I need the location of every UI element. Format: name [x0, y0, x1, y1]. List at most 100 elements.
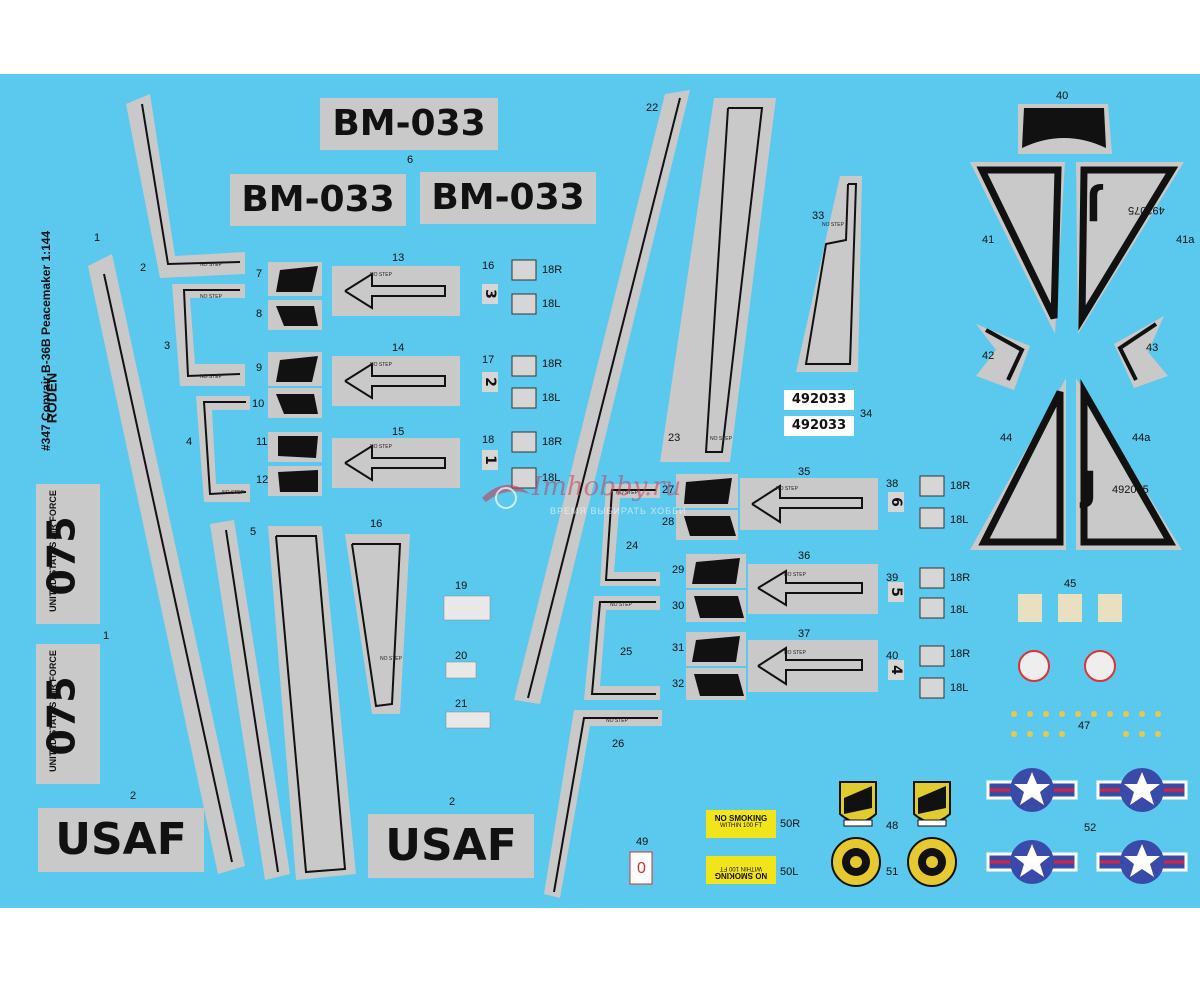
label-22: 22 — [646, 102, 659, 114]
tail-letter-top: J — [1086, 182, 1101, 228]
decal-16-panel — [345, 534, 410, 714]
decal-37-arrow — [748, 640, 878, 692]
decals-7-12-wedges — [268, 262, 322, 496]
no-step-text: NO STEP — [822, 222, 844, 228]
label-6: 6 — [407, 154, 414, 166]
label-2c: 2 — [449, 796, 456, 808]
decal-6-serial-left: BM-033 — [230, 174, 406, 226]
label-29: 29 — [672, 564, 685, 576]
label-33: 33 — [812, 210, 825, 222]
sheet-brand-text: RODEN — [43, 372, 60, 424]
digit-3-text: 3 — [482, 289, 498, 299]
usaf-text: USAF — [55, 814, 187, 865]
decal-49-zero: 0 — [637, 860, 646, 877]
label-8: 8 — [256, 308, 263, 320]
label-28: 28 — [662, 516, 675, 528]
label-51: 51 — [886, 866, 899, 878]
label-9: 9 — [256, 362, 263, 374]
no-step-text: NO STEP — [222, 490, 244, 496]
label-18l-1: 18L — [542, 298, 561, 310]
label-2b: 2 — [130, 790, 137, 802]
label-38: 38 — [886, 478, 899, 490]
decal-23-stripe — [660, 98, 776, 462]
label-25: 25 — [620, 646, 633, 658]
label-44a: 44a — [1132, 432, 1151, 444]
label-18l-4: 18L — [950, 514, 969, 526]
decal-44a-tail-fin — [1076, 378, 1182, 550]
decal-25-bracket — [584, 596, 660, 700]
label-52: 52 — [1084, 822, 1097, 834]
label-18l-5: 18L — [950, 604, 969, 616]
serial-code-text: BM-033 — [332, 103, 486, 144]
decal-6-serial-right: BM-033 — [420, 172, 596, 224]
label-18r-4: 18R — [950, 480, 971, 492]
label-42: 42 — [982, 350, 995, 362]
digit-1: 1 — [482, 450, 498, 470]
label-32: 32 — [672, 678, 685, 690]
label-31: 31 — [672, 642, 685, 654]
tail-number-text: 492033 — [791, 418, 847, 433]
decal-1-buzz-top: UNITED STATES AIR FORCE 075 — [36, 484, 100, 624]
label-39: 39 — [886, 572, 899, 584]
decal-1-stripe — [88, 254, 245, 874]
no-step-text: NO STEP — [784, 650, 806, 656]
digit-6-text: 6 — [888, 497, 904, 507]
decal-45-panels — [1018, 594, 1122, 622]
no-step-text: NO STEP — [784, 572, 806, 578]
label-48: 48 — [886, 820, 899, 832]
decal-24-bracket — [600, 484, 660, 586]
digit-5: 5 — [888, 582, 904, 602]
digit-2: 2 — [482, 372, 498, 392]
no-step-text: NO STEP — [370, 444, 392, 450]
label-27: 27 — [662, 484, 675, 496]
label-10: 10 — [252, 398, 265, 410]
no-step-text: NO STEP — [776, 486, 798, 492]
label-7: 7 — [256, 268, 263, 280]
no-smoking-text: NO SMOKING — [714, 871, 768, 880]
decal-44-tail-fin — [970, 378, 1066, 550]
decal-52-roundels — [986, 768, 1188, 884]
label-18l-2: 18L — [542, 392, 561, 404]
serial-code-text: BM-033 — [241, 179, 395, 220]
label-19: 19 — [455, 580, 468, 592]
decal-2-l-stripe — [126, 94, 245, 278]
label-4: 4 — [186, 436, 193, 448]
decal-4-bracket — [196, 396, 250, 502]
digit-3: 3 — [482, 284, 498, 304]
no-step-text: NO STEP — [200, 374, 222, 380]
digit-2-text: 2 — [482, 377, 498, 387]
decal-34-tail-number-bottom: 492033 — [784, 416, 854, 436]
tail-number-text: 492033 — [791, 392, 847, 407]
label-18r-5: 18R — [950, 572, 971, 584]
tail-serial-top: 492075 — [1128, 204, 1165, 216]
label-34: 34 — [860, 408, 873, 420]
label-15: 15 — [392, 426, 405, 438]
label-1b: 1 — [103, 630, 110, 642]
label-41: 41 — [982, 234, 995, 246]
digit-5-text: 5 — [888, 587, 904, 597]
no-step-text: NO STEP — [200, 262, 222, 268]
label-41a: 41a — [1176, 234, 1195, 246]
decal-50l-no-smoking: NO SMOKING WITHIN 100 FT — [706, 856, 776, 884]
label-21: 21 — [455, 698, 468, 710]
decal-5-stripes — [210, 520, 356, 880]
no-step-text: NO STEP — [200, 294, 222, 300]
decal-47-dots — [1011, 711, 1161, 737]
decal-18-small-marks — [511, 259, 945, 699]
decals-27-32-wedges — [676, 474, 746, 700]
label-40: 40 — [886, 650, 899, 662]
label-36: 36 — [798, 550, 811, 562]
no-smoking-sub-text: WITHIN 100 FT — [719, 823, 762, 829]
decal-26-l-stripe — [544, 710, 662, 898]
label-40b: 40 — [1056, 90, 1069, 102]
decal-36-arrow — [748, 564, 878, 614]
decal-15-arrow — [332, 438, 460, 488]
no-step-text: NO STEP — [710, 436, 732, 442]
label-12: 12 — [256, 474, 269, 486]
label-14: 14 — [392, 342, 405, 354]
label-47: 47 — [1078, 720, 1091, 732]
label-18l-3: 18L — [542, 472, 561, 484]
sheet-brand: RODEN — [43, 373, 59, 424]
digit-1-text: 1 — [482, 455, 498, 465]
tail-serial-bottom: 492075 — [1112, 484, 1149, 496]
